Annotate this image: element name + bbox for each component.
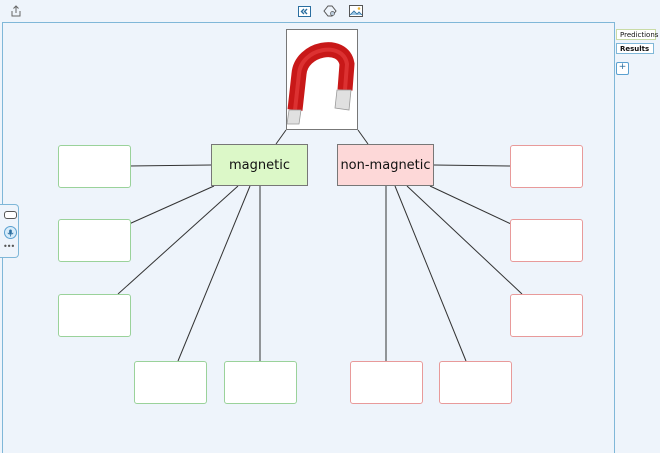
- non-magnetic-answer-box[interactable]: [510, 219, 583, 262]
- magnetic-answer-box[interactable]: [58, 219, 131, 262]
- share-icon[interactable]: [8, 4, 24, 18]
- non-magnetic-answer-box[interactable]: [510, 145, 583, 188]
- tag-shape-icon[interactable]: [322, 4, 338, 18]
- image-icon[interactable]: [348, 4, 364, 18]
- tab-results[interactable]: Results: [616, 43, 654, 54]
- magnetic-answer-box[interactable]: [134, 361, 207, 404]
- microphone-icon[interactable]: [4, 226, 17, 239]
- more-icon[interactable]: •••: [3, 242, 15, 251]
- toggle-pill-icon[interactable]: [4, 211, 17, 219]
- magnetic-label: magnetic: [229, 157, 290, 173]
- magnet-image[interactable]: [286, 29, 358, 130]
- magnetic-answer-box[interactable]: [58, 145, 131, 188]
- non-magnetic-answer-box[interactable]: [510, 294, 583, 337]
- tab-predictions[interactable]: Predictions: [616, 29, 658, 40]
- non-magnetic-category[interactable]: non-magnetic: [337, 144, 434, 186]
- non-magnetic-answer-box[interactable]: [350, 361, 423, 404]
- magnetic-answer-box[interactable]: [58, 294, 131, 337]
- magnetic-category[interactable]: magnetic: [211, 144, 308, 186]
- collapse-icon[interactable]: [296, 4, 312, 18]
- add-button[interactable]: +: [616, 62, 629, 75]
- non-magnetic-label: non-magnetic: [340, 157, 431, 173]
- non-magnetic-answer-box[interactable]: [439, 361, 512, 404]
- magnetic-answer-box[interactable]: [224, 361, 297, 404]
- side-panel: •••: [0, 204, 19, 258]
- connector-lines: [117, 129, 523, 362]
